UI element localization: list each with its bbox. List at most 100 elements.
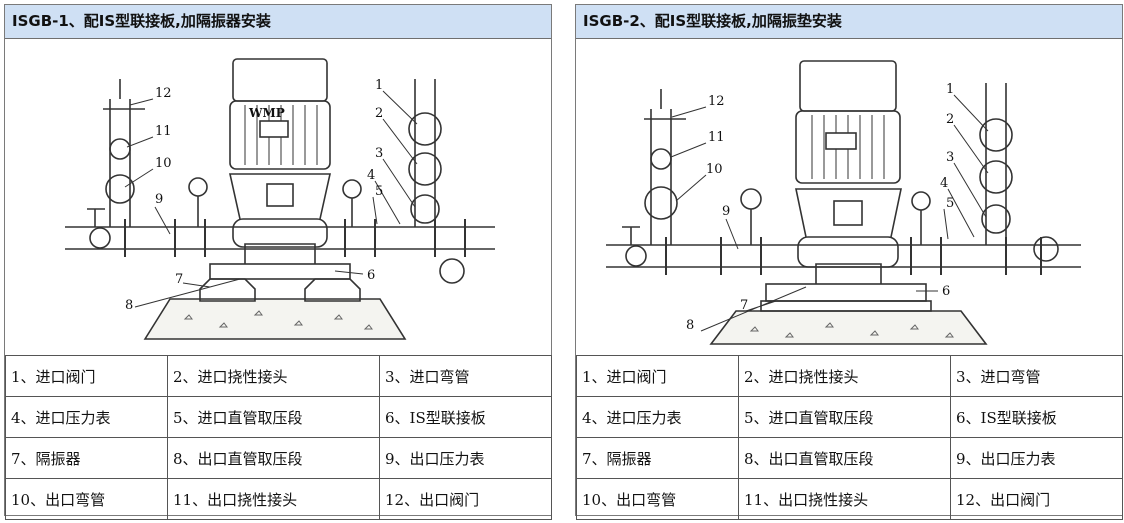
callout-label: 11 — [708, 130, 725, 145]
legend-cell: 12、出口阀门 — [379, 478, 552, 520]
callout-label: 6 — [942, 284, 950, 299]
legend-row: 7、隔振器 8、出口直管取压段 9、出口压力表 — [576, 437, 1123, 479]
valve-stem — [87, 208, 105, 227]
legend-row: 10、出口弯管 11、出口挠性接头 12、出口阀门 — [5, 478, 552, 520]
outlet-flexible-joint — [644, 186, 678, 220]
callout-label: 12 — [155, 86, 172, 101]
legend-cell: 5、进口直管取压段 — [738, 396, 951, 438]
inlet-elbow — [410, 194, 440, 224]
legend-row: 1、进口阀门 2、进口挠性接头 3、进口弯管 — [576, 355, 1123, 397]
concrete-foundation — [143, 298, 407, 340]
outlet-pressure-gauge — [740, 188, 762, 210]
legend-table: 1、进口阀门 2、进口挠性接头 3、进口弯管 4、进口压力表 5、进口直管取压段… — [5, 355, 552, 520]
outlet-riser — [650, 109, 672, 245]
legend-row: 4、进口压力表 5、进口直管取压段 6、IS型联接板 — [5, 396, 552, 438]
inlet-flexible-joint — [979, 160, 1013, 194]
coupling — [266, 183, 294, 207]
callout-label: 8 — [125, 298, 133, 313]
callout-label: 11 — [155, 124, 172, 139]
callout-label: 5 — [946, 196, 954, 211]
legend-cell: 2、进口挠性接头 — [167, 355, 380, 397]
concrete-foundation — [709, 310, 988, 345]
legend-cell: 8、出口直管取压段 — [738, 437, 951, 479]
legend-row: 7、隔振器 8、出口直管取压段 9、出口压力表 — [5, 437, 552, 479]
pump-casing — [815, 263, 882, 284]
legend-row: 4、进口压力表 5、进口直管取压段 6、IS型联接板 — [576, 396, 1123, 438]
legend-cell: 12、出口阀门 — [950, 478, 1123, 520]
pump-bracket — [795, 188, 902, 238]
foundation-speckles — [183, 310, 373, 330]
callout-label: 4 — [367, 168, 375, 183]
legend-cell: 7、隔振器 — [5, 437, 168, 479]
legend-cell: 1、进口阀门 — [576, 355, 739, 397]
callout-label: 3 — [375, 146, 383, 161]
pump-bracket — [229, 173, 331, 220]
legend-row: 1、进口阀门 2、进口挠性接头 3、进口弯管 — [5, 355, 552, 397]
legend-cell: 4、进口压力表 — [576, 396, 739, 438]
legend-table: 1、进口阀门 2、进口挠性接头 3、进口弯管 4、进口压力表 5、进口直管取压段… — [576, 355, 1123, 520]
installation-drawing: 1 2 3 4 5 6 7 8 9 10 11 12 — [576, 39, 1122, 355]
callout-label: 9 — [722, 204, 730, 219]
flanges — [665, 237, 1042, 275]
legend-cell: 9、出口压力表 — [379, 437, 552, 479]
callout-label: 4 — [940, 176, 948, 191]
outlet-valve-body — [625, 245, 647, 267]
terminal-box — [259, 120, 289, 138]
pump-installation-svg: 1 2 3 4 5 6 7 8 9 10 11 12 — [606, 60, 1081, 345]
flanges — [124, 219, 466, 257]
motor-label: WMP — [248, 106, 285, 120]
panel-title: ISGB-1、配IS型联接板,加隔振器安装 — [5, 5, 551, 39]
diagram-panel-isgb-2: ISGB-2、配IS型联接板,加隔振垫安装 — [575, 4, 1123, 520]
callout-label: 5 — [375, 184, 383, 199]
legend-row: 10、出口弯管 11、出口挠性接头 12、出口阀门 — [576, 478, 1123, 520]
installation-drawing: 1 2 3 4 5 6 7 8 9 10 11 12 WMP — [5, 39, 551, 355]
inlet-pressure-gauge — [911, 191, 931, 211]
callout-label: 1 — [375, 78, 383, 93]
legend-cell: 7、隔振器 — [576, 437, 739, 479]
foundation-speckles — [749, 322, 954, 338]
outlet-valve-body — [89, 227, 111, 249]
callout-label: 8 — [686, 318, 694, 333]
outlet-valve-handle — [644, 89, 686, 120]
coupling — [833, 200, 863, 226]
callout-label: 3 — [946, 150, 954, 165]
gate-valve — [439, 258, 465, 284]
legend-cell: 10、出口弯管 — [576, 478, 739, 520]
callout-label: 6 — [367, 268, 375, 283]
vibration-isolator — [304, 278, 361, 302]
outlet-check — [650, 148, 672, 170]
is-connection-plate — [765, 283, 927, 302]
callout-label: 2 — [946, 112, 954, 127]
callout-label: 9 — [155, 192, 163, 207]
legend-cell: 11、出口挠性接头 — [167, 478, 380, 520]
main-pipeline — [65, 226, 495, 250]
panel-title: ISGB-2、配IS型联接板,加隔振垫安装 — [576, 5, 1122, 39]
legend-cell: 11、出口挠性接头 — [738, 478, 951, 520]
inlet-pressure-gauge — [342, 179, 362, 199]
callout-label: 12 — [708, 94, 725, 109]
inlet-flexible-joint — [408, 152, 442, 186]
callout-label: 7 — [740, 298, 748, 313]
legend-cell: 6、IS型联接板 — [950, 396, 1123, 438]
motor-cap — [799, 60, 897, 112]
outlet-pressure-gauge — [188, 177, 208, 197]
gate-valve — [1033, 236, 1059, 262]
pump-volute — [797, 236, 899, 268]
inlet-riser — [985, 83, 1007, 245]
pump-installation-svg: 1 2 3 4 5 6 7 8 9 10 11 12 WMP — [65, 58, 495, 340]
legend-cell: 4、进口压力表 — [5, 396, 168, 438]
valve-stem — [622, 226, 640, 245]
diagram-panel-isgb-1: ISGB-1、配IS型联接板,加隔振器安装 — [4, 4, 552, 520]
is-connection-plate — [209, 263, 351, 280]
outlet-check — [109, 138, 131, 160]
callout-label: 1 — [946, 82, 954, 97]
pump-volute — [232, 218, 328, 248]
outlet-flexible-joint — [105, 174, 135, 204]
terminal-box — [825, 132, 857, 150]
legend-cell: 10、出口弯管 — [5, 478, 168, 520]
vibration-pad — [760, 300, 932, 312]
legend-cell: 5、进口直管取压段 — [167, 396, 380, 438]
inlet-valve — [979, 118, 1013, 152]
legend-cell: 8、出口直管取压段 — [167, 437, 380, 479]
callout-label: 7 — [175, 272, 183, 287]
